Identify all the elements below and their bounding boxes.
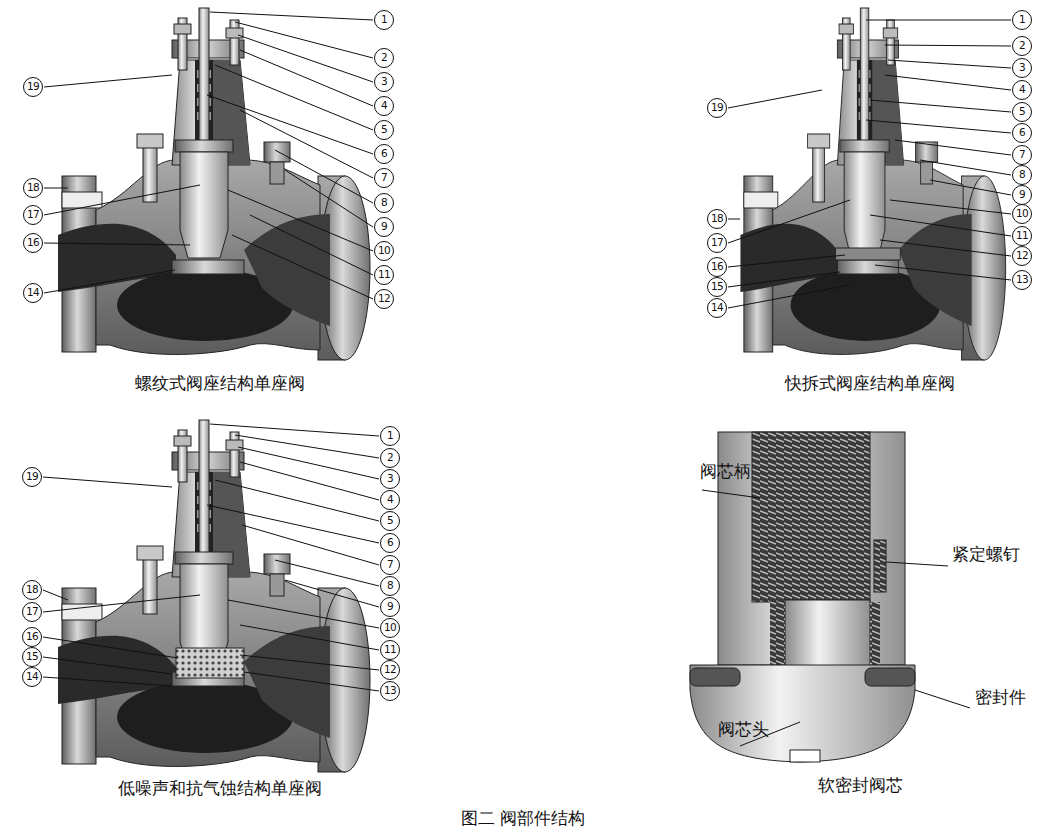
part-label: 密封件 [975,686,1026,708]
callout-number: 7 [374,168,394,188]
callout-number: 15 [22,647,42,667]
callout-number: 12 [374,289,394,309]
callout-number: 8 [374,193,394,213]
callout-number: 4 [380,490,400,510]
callout-number: 7 [1012,145,1032,165]
panel-caption: 螺纹式阀座结构单座阀 [135,372,305,394]
callout-number: 14 [23,283,43,303]
callout-number: 6 [374,144,394,164]
callout-number: 4 [1012,80,1032,100]
callout-number: 19 [23,77,43,97]
callout-number: 10 [380,618,400,638]
callout-number: 5 [380,511,400,531]
callout-number: 11 [380,640,400,660]
callout-number: 9 [374,217,394,237]
callout-number: 18 [22,580,42,600]
callout-number: 7 [380,555,400,575]
panel-caption: 快拆式阀座结构单座阀 [785,372,955,394]
callout-number: 18 [23,178,43,198]
callout-number: 17 [23,205,43,225]
callout-number: 2 [1012,36,1032,56]
callout-number: 13 [1012,270,1032,290]
callout-number: 12 [380,660,400,680]
callout-number: 11 [374,265,394,285]
callout-number: 10 [1012,204,1032,224]
callout-number: 17 [22,602,42,622]
part-label: 阀芯头 [718,718,769,740]
callout-number: 5 [374,120,394,140]
callout-number: 18 [707,209,727,229]
part-label: 紧定螺钉 [952,543,1020,565]
callout-number: 11 [1012,226,1032,246]
callout-number: 1 [374,10,394,30]
panel-caption: 低噪声和抗气蚀结构单座阀 [118,777,322,799]
callout-number: 9 [1012,185,1032,205]
callout-number: 3 [374,72,394,92]
callout-number: 10 [374,241,394,261]
callout-number: 1 [380,426,400,446]
callout-number: 3 [1012,58,1032,78]
panel-caption: 软密封阀芯 [818,774,903,796]
part-label: 阀芯柄 [700,460,751,482]
callout-number: 16 [22,627,42,647]
callout-number: 1 [1012,10,1032,30]
callout-number: 16 [707,257,727,277]
callout-number: 6 [380,533,400,553]
figure-caption: 图二 阀部件结构 [461,807,585,829]
callout-number: 19 [707,98,727,118]
callout-number: 6 [1012,123,1032,143]
callout-number: 8 [1012,165,1032,185]
callout-number: 17 [707,233,727,253]
callout-number: 16 [23,233,43,253]
callout-number: 12 [1012,246,1032,266]
callout-number: 14 [22,667,42,687]
callout-number: 9 [380,597,400,617]
callout-number: 19 [22,467,42,487]
callout-number: 14 [707,298,727,318]
callout-number: 2 [380,448,400,468]
callout-number: 13 [380,681,400,701]
callout-number: 5 [1012,102,1032,122]
callout-number: 2 [374,48,394,68]
callout-number: 8 [380,576,400,596]
callout-number: 4 [374,96,394,116]
callout-number: 3 [380,469,400,489]
callout-number: 15 [707,277,727,297]
